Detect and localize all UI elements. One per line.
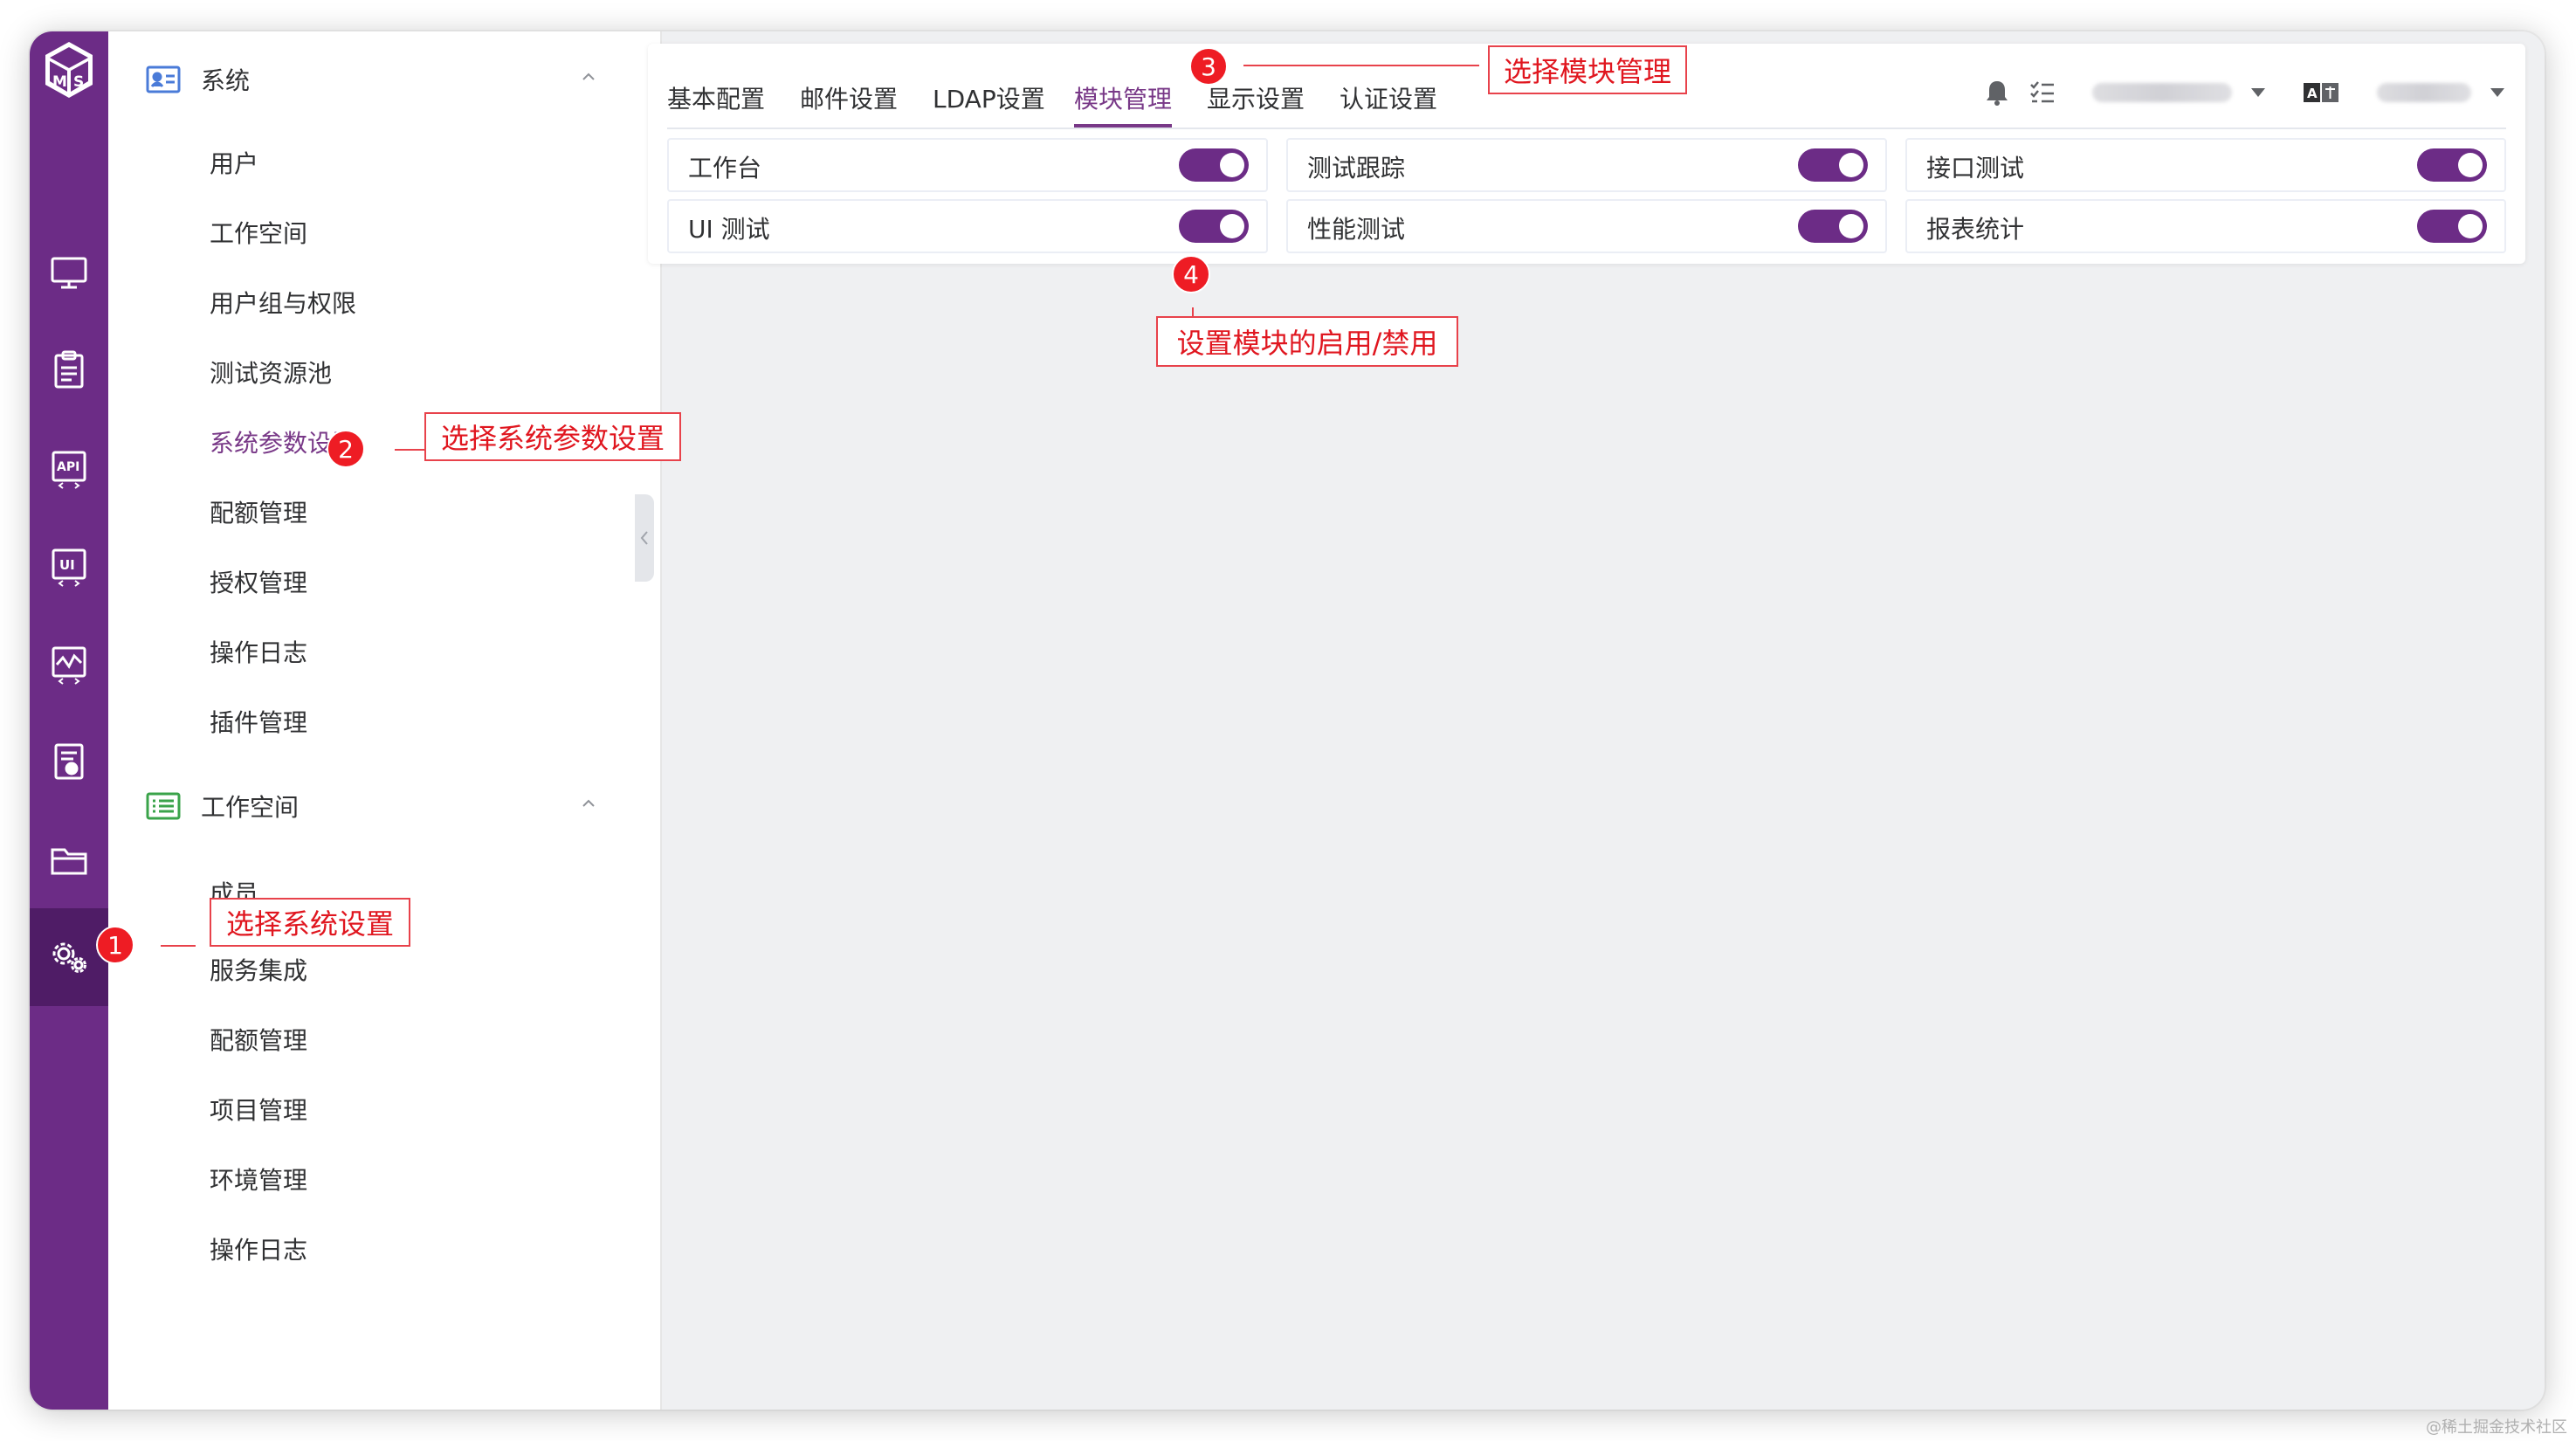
tab-auth[interactable]: 认证设置 <box>1340 85 1438 114</box>
group-system-title: 系统 <box>201 66 251 95</box>
module-toggle[interactable] <box>2417 148 2487 182</box>
menu-item-user[interactable]: 用户 <box>210 149 259 178</box>
bell-icon[interactable] <box>1982 78 2012 107</box>
rail-item-report[interactable] <box>30 713 108 810</box>
tab-email[interactable]: 邮件设置 <box>800 85 899 114</box>
annotation-4-label: 设置模块的启用/禁用 <box>1156 316 1458 367</box>
module-label: 测试跟踪 <box>1307 154 1406 183</box>
module-row-track: 测试跟踪 <box>1286 138 1887 192</box>
module-label: 报表统计 <box>1926 215 2025 244</box>
module-label: 工作台 <box>688 154 762 183</box>
language-icon[interactable]: A <box>2304 81 2338 104</box>
rail-item-api[interactable]: API <box>30 419 108 517</box>
desktop-icon <box>51 257 87 289</box>
svg-text:S: S <box>73 73 84 91</box>
tab-ldap[interactable]: LDAP设置 <box>933 85 1045 114</box>
menu-item-workspace[interactable]: 工作空间 <box>210 219 308 248</box>
icon-rail: M S API UI <box>30 31 108 1410</box>
annotation-1-badge: 1 <box>96 926 134 964</box>
group-workspace[interactable]: 工作空间 <box>145 784 634 828</box>
module-toggle[interactable] <box>2417 210 2487 243</box>
module-row-ui: UI 测试 <box>667 199 1268 253</box>
clipboard-icon <box>54 350 84 389</box>
folder-icon <box>51 848 87 875</box>
svg-text:M: M <box>52 73 67 91</box>
caret-down-icon[interactable] <box>2490 88 2504 97</box>
menu-item-ws-quota[interactable]: 配额管理 <box>210 1026 308 1055</box>
menu-item-operation-log[interactable]: 操作日志 <box>210 638 308 667</box>
menu-item-quota[interactable]: 配额管理 <box>210 499 308 527</box>
header-actions: A <box>1953 73 2504 112</box>
settings-sidebar: 系统 用户 工作空间 用户组与权限 测试资源池 系统参数设置 配额管理 授权管理… <box>108 31 662 1410</box>
app-window: M S API UI <box>30 31 2545 1410</box>
menu-item-integration[interactable]: 服务集成 <box>210 956 308 985</box>
annotation-3-badge: 3 <box>1189 47 1228 86</box>
api-icon: API <box>52 451 86 489</box>
menu-item-resource-pool[interactable]: 测试资源池 <box>210 359 333 388</box>
user-menu[interactable] <box>2377 83 2471 102</box>
annotation-2-badge: 2 <box>327 430 365 468</box>
module-row-workbench: 工作台 <box>667 138 1268 192</box>
annotation-1-label: 选择系统设置 <box>210 898 410 947</box>
svg-text:UI: UI <box>59 557 75 573</box>
watermark: @稀土掘金技术社区 <box>2426 1418 2567 1437</box>
chevron-up-icon[interactable] <box>580 68 597 86</box>
annotation-3-label: 选择模块管理 <box>1488 45 1687 94</box>
rail-item-monitor[interactable] <box>30 224 108 321</box>
chevron-up-icon[interactable] <box>580 795 597 812</box>
active-tab-indicator <box>1074 124 1172 128</box>
tab-display[interactable]: 显示设置 <box>1207 85 1305 114</box>
report-icon <box>54 743 84 780</box>
annotation-connector <box>161 945 196 947</box>
rail-item-project[interactable] <box>30 810 108 908</box>
task-list-icon[interactable] <box>2028 78 2057 107</box>
module-row-performance: 性能测试 <box>1286 199 1887 253</box>
annotation-connector <box>1243 65 1479 66</box>
menu-item-usergroup[interactable]: 用户组与权限 <box>210 289 357 318</box>
menu-item-projects[interactable]: 项目管理 <box>210 1096 308 1125</box>
sidebar-collapse-handle[interactable] <box>635 494 654 582</box>
rail-item-settings[interactable] <box>30 908 108 1006</box>
gear-icon <box>52 942 86 973</box>
group-system[interactable]: 系统 <box>145 58 634 101</box>
workspace-switcher[interactable] <box>2092 83 2232 102</box>
settings-tabs: 基本配置 邮件设置 LDAP设置 模块管理 显示设置 认证设置 <box>667 73 2506 129</box>
tab-basic[interactable]: 基本配置 <box>667 85 766 114</box>
svg-text:API: API <box>57 460 79 474</box>
module-toggle[interactable] <box>1798 210 1868 243</box>
rail-item-track[interactable] <box>30 321 108 419</box>
module-label: 接口测试 <box>1926 154 2025 183</box>
performance-icon <box>52 646 86 685</box>
ui-test-icon: UI <box>52 548 86 587</box>
ms-logo-icon[interactable]: M S <box>40 38 98 103</box>
annotation-2-label: 选择系统参数设置 <box>424 412 681 461</box>
module-toggle[interactable] <box>1798 148 1868 182</box>
module-row-api: 接口测试 <box>1905 138 2506 192</box>
chevron-left-icon <box>640 531 648 545</box>
group-workspace-title: 工作空间 <box>201 793 300 822</box>
annotation-connector <box>395 449 433 451</box>
menu-item-ws-operation-log[interactable]: 操作日志 <box>210 1236 308 1265</box>
module-label: 性能测试 <box>1307 215 1406 244</box>
module-label: UI 测试 <box>688 215 770 244</box>
caret-down-icon[interactable] <box>2251 88 2265 97</box>
annotation-4-badge: 4 <box>1172 255 1210 293</box>
menu-item-environments[interactable]: 环境管理 <box>210 1166 308 1195</box>
svg-text:A: A <box>2307 86 2318 101</box>
menu-item-plugins[interactable]: 插件管理 <box>210 708 308 737</box>
rail-item-performance[interactable] <box>30 615 108 713</box>
module-toggle[interactable] <box>1179 210 1249 243</box>
menu-item-license[interactable]: 授权管理 <box>210 569 308 597</box>
module-toggle[interactable] <box>1179 148 1249 182</box>
id-card-icon <box>146 66 181 93</box>
module-row-report: 报表统计 <box>1905 199 2506 253</box>
tab-modules[interactable]: 模块管理 <box>1074 85 1173 114</box>
list-icon <box>146 792 181 820</box>
rail-item-ui[interactable]: UI <box>30 517 108 615</box>
